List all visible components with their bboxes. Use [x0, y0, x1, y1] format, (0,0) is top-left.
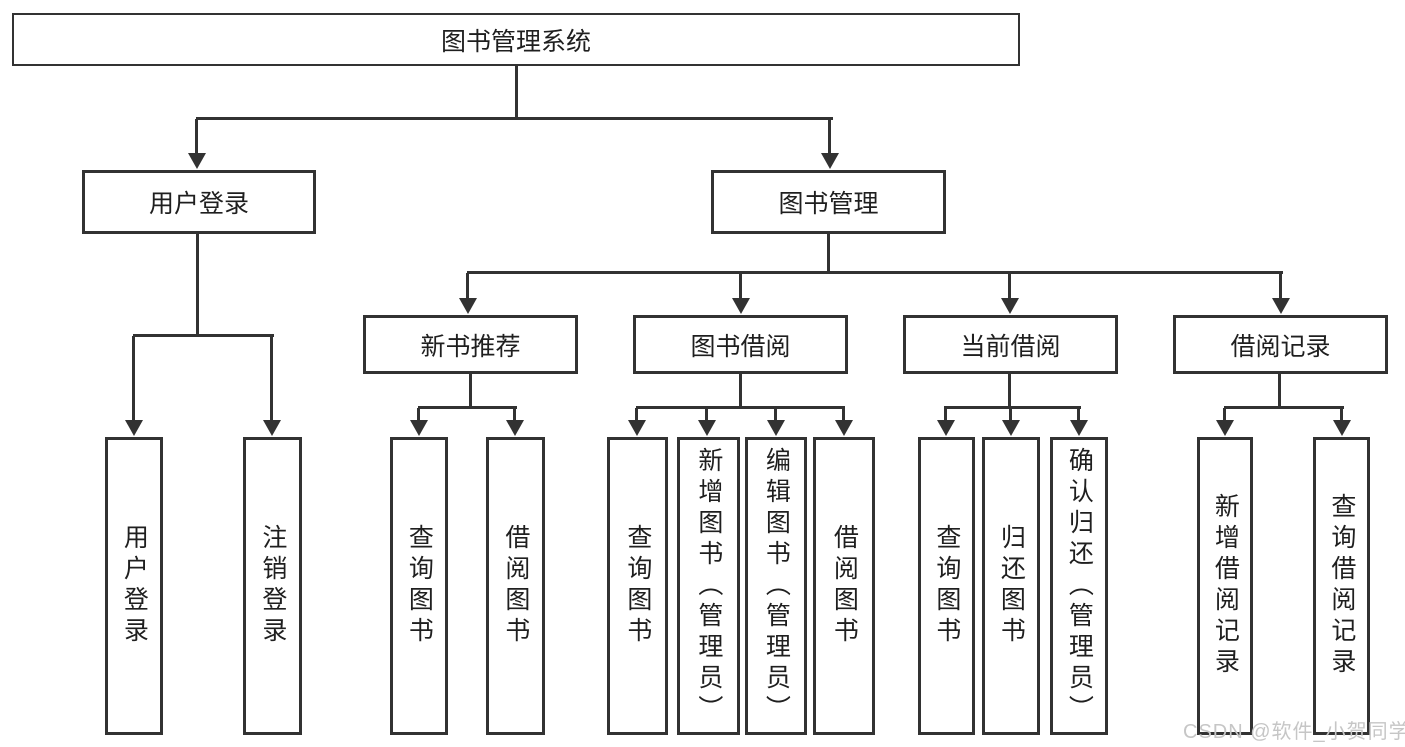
leaf-borrow-books: 借阅图书 — [813, 437, 875, 735]
node-book-management: 图书管理 — [711, 170, 946, 234]
connector-line — [469, 374, 472, 409]
leaf-query-books-current-label: 查询图书 — [932, 524, 961, 648]
leaf-user-login: 用户登录 — [105, 437, 163, 735]
node-root-label: 图书管理系统 — [440, 27, 591, 56]
arrow-down-icon — [409, 408, 428, 436]
node-user-login-label: 用户登录 — [148, 190, 249, 218]
leaf-logout-label: 注销登录 — [258, 524, 287, 648]
arrow-down-icon — [834, 408, 853, 436]
leaf-user-login-label: 用户登录 — [120, 524, 149, 648]
connector-line — [1278, 374, 1281, 409]
connector-line — [418, 406, 517, 409]
connector-line — [515, 66, 518, 119]
leaf-query-books-borrowing-label: 查询图书 — [623, 524, 652, 648]
connector-line — [196, 234, 199, 336]
leaf-confirm-return-admin-label: 确认归还（管理员） — [1065, 446, 1094, 726]
arrow-down-icon — [1332, 408, 1351, 436]
arrow-down-icon — [1271, 273, 1290, 314]
connector-line — [133, 334, 274, 337]
arrow-down-icon — [458, 273, 477, 314]
leaf-logout: 注销登录 — [243, 437, 302, 735]
node-root: 图书管理系统 — [12, 13, 1020, 66]
arrow-down-icon — [1000, 273, 1019, 314]
arrow-down-icon — [124, 336, 143, 436]
node-borrowing-records: 借阅记录 — [1173, 315, 1388, 374]
connector-line — [827, 234, 830, 274]
arrow-down-icon — [766, 408, 785, 436]
leaf-borrow-books-recommend-label: 借阅图书 — [501, 524, 530, 648]
leaf-borrow-books-label: 借阅图书 — [830, 524, 859, 648]
arrow-down-icon — [1069, 408, 1088, 436]
leaf-add-borrow-record-label: 新增借阅记录 — [1211, 493, 1240, 679]
leaf-return-books-label: 归还图书 — [997, 524, 1026, 648]
node-current-borrowing-label: 当前借阅 — [960, 332, 1061, 361]
leaf-add-borrow-record: 新增借阅记录 — [1197, 437, 1253, 735]
leaf-query-borrow-record-label: 查询借阅记录 — [1327, 493, 1356, 679]
leaf-edit-books-admin: 编辑图书（管理员） — [745, 437, 807, 735]
csdn-watermark: CSDN @软件_小贺同学 — [1183, 721, 1405, 743]
arrow-down-icon — [505, 408, 524, 436]
leaf-return-books: 归还图书 — [982, 437, 1040, 735]
node-user-login: 用户登录 — [82, 170, 316, 234]
node-book-management-label: 图书管理 — [778, 190, 879, 218]
node-borrowing-records-label: 借阅记录 — [1230, 332, 1331, 361]
node-new-book-recommend-label: 新书推荐 — [420, 332, 521, 361]
arrow-down-icon — [262, 336, 281, 436]
arrow-down-icon — [1001, 408, 1020, 436]
connector-line — [636, 406, 845, 409]
arrow-down-icon — [731, 273, 750, 314]
leaf-query-borrow-record: 查询借阅记录 — [1313, 437, 1370, 735]
connector-line — [196, 117, 833, 120]
leaf-confirm-return-admin: 确认归还（管理员） — [1050, 437, 1108, 735]
node-current-borrowing: 当前借阅 — [903, 315, 1118, 374]
leaf-add-books-admin: 新增图书（管理员） — [677, 437, 740, 735]
leaf-query-books-recommend-label: 查询图书 — [405, 524, 434, 648]
arrow-down-icon — [187, 119, 206, 169]
connector-line — [944, 406, 1081, 409]
arrow-down-icon — [936, 408, 955, 436]
node-new-book-recommend: 新书推荐 — [363, 315, 578, 374]
arrow-down-icon — [697, 408, 716, 436]
arrow-down-icon — [820, 119, 839, 169]
node-book-borrowing-label: 图书借阅 — [690, 332, 791, 361]
leaf-borrow-books-recommend: 借阅图书 — [486, 437, 545, 735]
arrow-down-icon — [1215, 408, 1234, 436]
leaf-query-books-recommend: 查询图书 — [390, 437, 448, 735]
leaf-query-books-borrowing: 查询图书 — [607, 437, 668, 735]
connector-line — [467, 271, 1283, 274]
leaf-add-books-admin-label: 新增图书（管理员） — [694, 446, 723, 726]
node-book-borrowing: 图书借阅 — [633, 315, 848, 374]
connector-line — [1008, 374, 1011, 409]
connector-line — [739, 374, 742, 409]
leaf-edit-books-admin-label: 编辑图书（管理员） — [762, 446, 791, 726]
connector-line — [1224, 406, 1344, 409]
arrow-down-icon — [627, 408, 646, 436]
leaf-query-books-current: 查询图书 — [918, 437, 975, 735]
